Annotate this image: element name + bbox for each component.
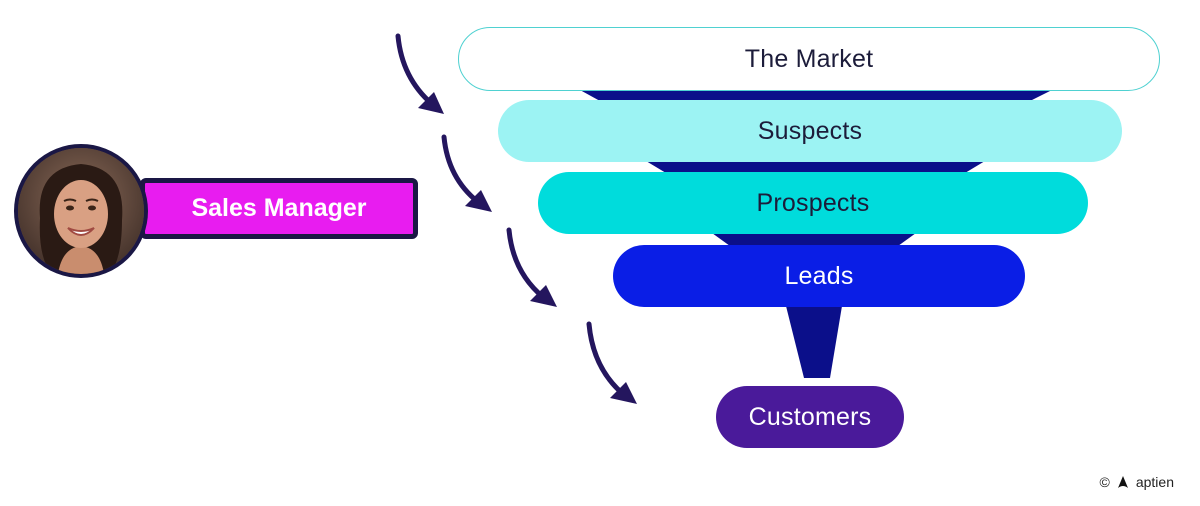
aptien-logo-icon	[1117, 476, 1128, 488]
role-label: Sales Manager	[140, 178, 418, 239]
arrow-icon-3	[506, 227, 557, 307]
arrow-icon-4	[586, 321, 637, 404]
arrow-icon-1	[395, 33, 444, 114]
funnel-stage-label: Prospects	[756, 188, 870, 217]
arrow-icon-2	[441, 134, 492, 212]
funnel-stage-label: The Market	[744, 44, 874, 73]
funnel-stage-market: The Market	[458, 27, 1160, 91]
woman-portrait-icon	[18, 148, 144, 274]
copyright-symbol: ©	[1099, 474, 1110, 490]
funnel-stage-label: Leads	[784, 261, 854, 290]
funnel-connector-market-suspects	[580, 90, 1052, 101]
funnel-stage-label: Customers	[748, 402, 872, 431]
funnel-stage-customers: Customers	[716, 386, 904, 448]
copyright-notice: © aptien	[1100, 474, 1174, 490]
funnel-stage-label: Suspects	[757, 116, 863, 145]
funnel-stage-suspects: Suspects	[498, 100, 1122, 162]
funnel-connector-suspects-prospects	[646, 161, 985, 173]
avatar	[14, 144, 148, 278]
funnel-connector-prospects-leads	[712, 233, 916, 246]
funnel-neck	[786, 306, 842, 378]
role-label-text: Sales Manager	[191, 194, 367, 222]
funnel-stage-leads: Leads	[613, 245, 1025, 307]
brand-name: aptien	[1135, 474, 1174, 490]
funnel-stage-prospects: Prospects	[538, 172, 1088, 234]
